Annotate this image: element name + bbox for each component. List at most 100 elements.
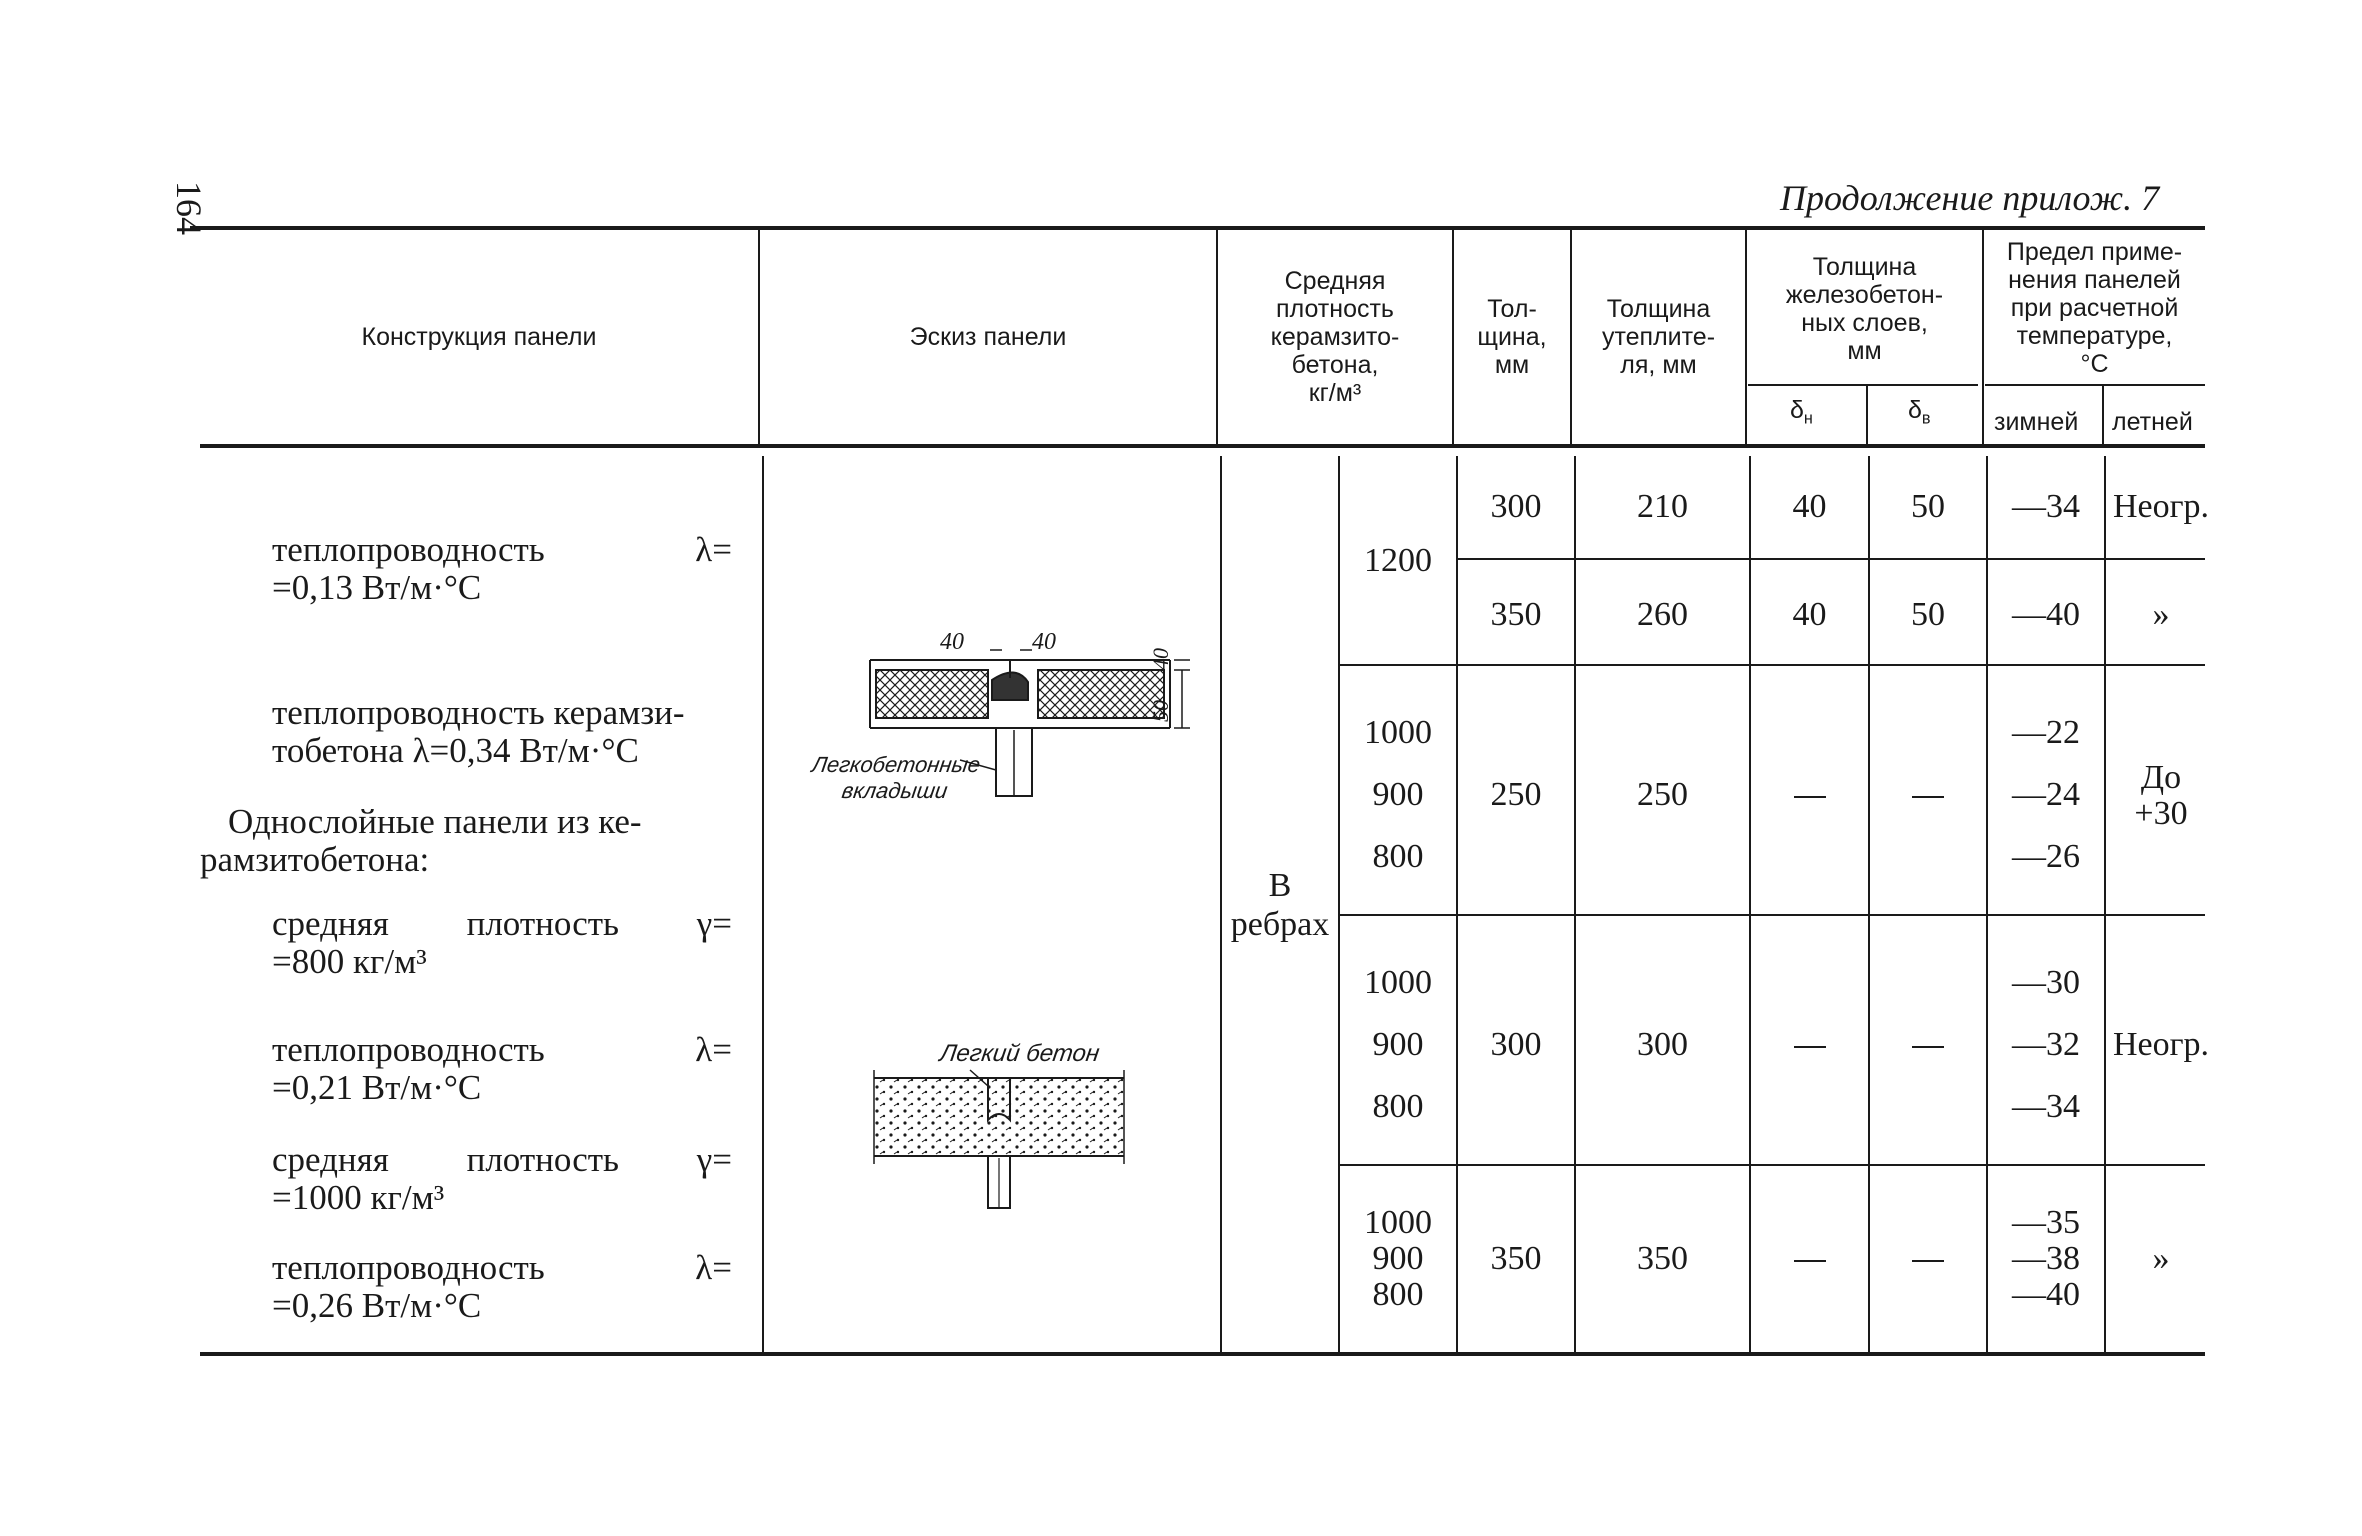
row1a-insulation: 210 [1637,488,1688,525]
row1a-thickness: 300 [1490,488,1542,525]
row4-insulation: 350 [1637,1240,1688,1277]
row-rule [1340,914,2205,916]
row2-delta-n [1751,778,1868,812]
col-divider [762,456,764,1352]
text-conductivity-2b: тобетона λ=0,34 Вт/м·°С [272,731,639,770]
col-divider [1216,230,1218,444]
row3-winter-3: —34 [2012,1088,2080,1125]
row4-summer: » [2152,1240,2170,1277]
col-divider [2102,386,2104,444]
text-density-800b: =800 кг/м³ [272,942,427,981]
text-conductivity-4b: =0,26 Вт/м·°С [272,1286,482,1325]
col-divider [1452,230,1454,444]
dim-40-left: 40 [940,629,964,655]
col-divider [1220,456,1222,1352]
row1b-insulation: 260 [1637,596,1688,633]
text-single-layer-b: рамзитобетона: [200,840,430,879]
col-divider [1868,456,1870,1352]
header-bottom-rule [200,444,2205,448]
text-conductivity-3b: =0,21 Вт/м·°С [272,1068,482,1107]
row3-insulation: 300 [1637,1026,1688,1063]
row1a-summer: Неогр. [2112,488,2210,525]
header-construction: Конструкция панели [361,323,597,351]
label-light-concrete: Легкий бетон [938,1040,1102,1067]
dim-40-right: 40 [1032,629,1056,655]
row3-delta-v [1870,1028,1986,1062]
row-rule [1340,1164,2205,1166]
row2-summer: До+30 [2134,759,2188,832]
row-rule [1340,664,2205,666]
col-divider [1749,456,1751,1352]
row1a-delta-v: 50 [1911,488,1945,525]
header-delta-n: δн [1790,396,1813,428]
row3-winter-2: —32 [2012,1026,2080,1063]
col-divider [758,230,760,444]
row2-winter-3: —26 [2012,838,2080,875]
row1a-winter: —34 [2012,488,2080,525]
header-sketch: Эскиз панели [909,323,1067,351]
row1-density: 1200 [1364,542,1432,579]
sketch-panel-light-concrete [873,1069,1125,1210]
continuation-note: Продолжение прилож. 7 [1780,178,2160,218]
col-divider [1456,456,1458,1352]
row2-winter-2: —24 [2012,776,2080,813]
row4-density-1: 1000 [1364,1204,1432,1241]
row4-winter-2: —38 [2012,1240,2080,1277]
row2-density-2: 900 [1372,776,1424,813]
row4-density-3: 800 [1372,1276,1424,1313]
row4-winter-1: —35 [2012,1204,2080,1241]
row3-density-3: 800 [1372,1088,1424,1125]
row2-delta-v [1870,778,1986,812]
row2-density-3: 800 [1372,838,1424,875]
row3-thickness: 300 [1490,1026,1542,1063]
row4-thickness: 350 [1490,1240,1542,1277]
label-inserts-1: Легкобетонные [810,752,982,777]
row4-winter-3: —40 [2012,1276,2080,1313]
text-conductivity-2a: теплопроводность керамзи- [272,693,685,732]
header-thickness: Тол-щина,мм [1477,295,1547,379]
subheader-rule [1985,384,2205,386]
row3-summer: Неогр. [2112,1026,2210,1063]
label-inserts-2: вкладыши [840,778,950,803]
row1b-delta-n: 40 [1792,596,1827,633]
row1b-winter: —40 [2012,596,2080,633]
subheader-rule [1748,384,1978,386]
row3-delta-n [1751,1028,1868,1062]
text-conductivity-1b: =0,13 Вт/м·°С [272,568,482,607]
row2-thickness: 250 [1490,776,1542,813]
col-divider [1866,386,1868,444]
col-divider [1338,456,1340,1352]
header-summer: летней [2112,408,2193,436]
text-single-layer-a: Однослойные панели из ке- [228,802,642,841]
col-divider [1745,230,1747,444]
col-divider [2104,456,2106,1352]
row4-density-2: 900 [1372,1240,1424,1277]
col-divider [1986,456,1988,1352]
col-divider [1982,230,1984,444]
text-density-1000b: =1000 кг/м³ [272,1178,445,1217]
table-top-rule [190,226,2205,230]
row3-density-1: 1000 [1364,964,1432,1001]
dim-50-side: 50 [1148,700,1173,722]
row4-delta-n [1751,1242,1868,1276]
row3-density-2: 900 [1372,1026,1424,1063]
header-delta-v: δв [1908,396,1931,428]
col-divider [1570,230,1572,444]
row2-density-1: 1000 [1364,714,1432,751]
header-winter: зимней [1994,408,2079,436]
row1b-delta-v: 50 [1911,596,1945,633]
row1a-delta-n: 40 [1792,488,1827,525]
sketch-panel-inserts [869,649,1190,797]
row2-insulation: 250 [1637,776,1688,813]
row3-winter-1: —30 [2012,964,2080,1001]
col-divider [1574,456,1576,1352]
row1b-summer: » [2152,596,2170,633]
